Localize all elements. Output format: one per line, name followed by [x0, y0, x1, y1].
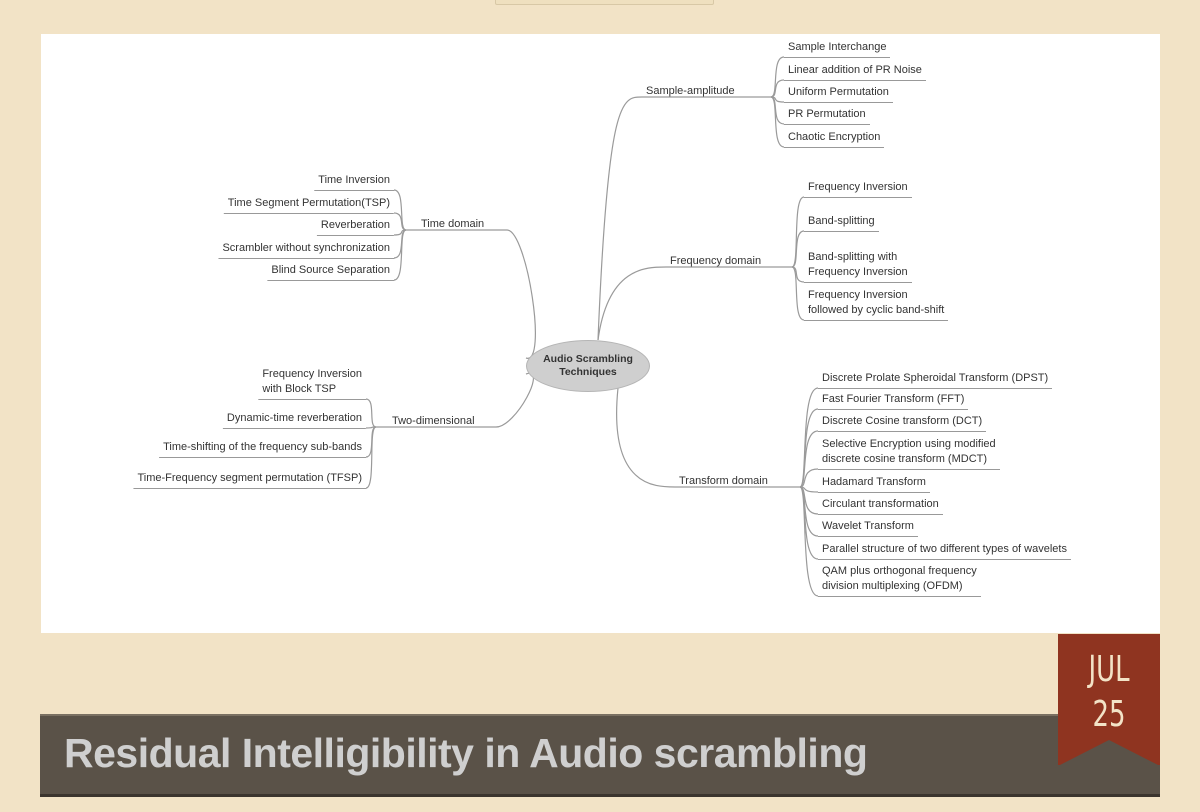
leaf-node: Discrete Cosine transform (DCT) — [818, 414, 987, 432]
leaf-text-line: Scrambler without synchronization — [222, 242, 390, 254]
leaf-text-line: Blind Source Separation — [271, 264, 390, 276]
leaf-text-line: Hadamard Transform — [822, 476, 926, 488]
branch-time-domain: Time domain — [421, 218, 485, 230]
leaf-node: Parallel structure of two different type… — [818, 542, 1071, 560]
leaf-text-line: Fast Fourier Transform (FFT) — [822, 393, 965, 405]
leaf-node: Time-Frequency segment permutation (TFSP… — [133, 471, 366, 489]
leaf-text-line: Band-splitting — [808, 215, 875, 227]
leaf-text-line: division multiplexing (OFDM) — [822, 580, 963, 592]
branch-sample-amplitude: Sample-amplitude — [646, 85, 735, 97]
leaf-text-line: Uniform Permutation — [788, 86, 889, 98]
leaf-text-line: Frequency Inversion — [808, 181, 908, 193]
leaf-node: Time-shifting of the frequency sub-bands — [159, 440, 366, 458]
leaf-node: PR Permutation — [784, 107, 870, 125]
leaf-text-line: Selective Encryption using modified — [822, 438, 996, 450]
branch-transform-domain: Transform domain — [679, 475, 768, 487]
leaf-text-line: PR Permutation — [788, 108, 866, 120]
leaf-node: Discrete Prolate Spheroidal Transform (D… — [818, 371, 1053, 389]
leaf-text-line: Frequency Inversion — [808, 266, 908, 278]
leaf-text-line: Frequency Inversion — [262, 368, 362, 380]
mindmap-center-node: Audio Scrambling Techniques — [526, 340, 650, 392]
leaf-node: Linear addition of PR Noise — [784, 63, 926, 81]
date-month: JUL — [1088, 649, 1130, 690]
leaf-text-line: Time Segment Permutation(TSP) — [227, 197, 390, 209]
leaf-text-line: Frequency Inversion — [808, 289, 908, 301]
leaf-node: QAM plus orthogonal frequency division mu… — [818, 564, 981, 597]
leaf-node: Frequency Inversion — [804, 180, 912, 198]
leaf-text-line: Sample Interchange — [788, 41, 887, 53]
leaf-text-line: Parallel structure of two different type… — [822, 543, 1067, 555]
leaf-text-line: followed by cyclic band-shift — [808, 304, 945, 316]
leaf-text-line: Circulant transformation — [822, 498, 939, 510]
leaf-text-line: Discrete Cosine transform (DCT) — [822, 415, 983, 427]
leaf-text-line: Time-Frequency segment permutation (TFSP… — [137, 472, 362, 484]
leaf-text-line: Discrete Prolate Spheroidal Transform (D… — [822, 372, 1049, 384]
ribbon-notch — [1058, 740, 1160, 766]
leaf-text-line: Time Inversion — [318, 174, 390, 186]
leaf-node: Frequency Inversion with Block TSP — [258, 367, 366, 400]
leaf-node: Hadamard Transform — [818, 475, 930, 493]
leaf-node: Uniform Permutation — [784, 85, 893, 103]
center-label: Audio Scrambling Techniques — [543, 353, 633, 378]
branch-two-dimensional: Two-dimensional — [392, 415, 475, 427]
leaf-node: Scrambler without synchronization — [218, 241, 394, 259]
leaf-text-line: Linear addition of PR Noise — [788, 64, 922, 76]
leaf-node: Dynamic-time reverberation — [222, 411, 366, 429]
leaf-node: Time Inversion — [314, 173, 394, 191]
leaf-text-line: Band-splitting with — [808, 251, 898, 263]
leaf-text-line: Time-shifting of the frequency sub-bands — [163, 441, 362, 453]
leaf-node: Sample Interchange — [784, 40, 891, 58]
leaf-node: Circulant transformation — [818, 497, 943, 515]
post-title-bar: Residual Intelligibility in Audio scramb… — [40, 714, 1160, 797]
leaf-node: Wavelet Transform — [818, 519, 918, 537]
leaf-node: Fast Fourier Transform (FFT) — [818, 392, 969, 410]
leaf-node: Band-splitting — [804, 214, 879, 232]
branch-frequency-domain: Frequency domain — [670, 255, 762, 267]
leaf-text-line: Wavelet Transform — [822, 520, 914, 532]
leaf-text-line: Chaotic Encryption — [788, 131, 881, 143]
leaf-node: Reverberation — [316, 218, 394, 236]
leaf-text-line: with Block TSP — [262, 383, 337, 395]
leaf-node: Chaotic Encryption — [784, 130, 885, 148]
post-title-link[interactable]: Residual Intelligibility in Audio scramb… — [64, 730, 868, 776]
leaf-text-line: Reverberation — [320, 219, 390, 231]
leaf-text-line: discrete cosine transform (MDCT) — [822, 453, 988, 465]
leaf-node: Blind Source Separation — [267, 263, 394, 281]
top-image-edge — [495, 0, 714, 5]
date-day: 25 — [1092, 694, 1126, 735]
leaf-text-line: QAM plus orthogonal frequency — [822, 565, 977, 577]
leaf-node: Selective Encryption using modified discr… — [818, 437, 1000, 470]
leaf-node: Time Segment Permutation(TSP) — [223, 196, 394, 214]
leaf-node: Frequency Inversion followed by cyclic ba… — [804, 288, 949, 321]
leaf-text-line: Dynamic-time reverberation — [226, 412, 362, 424]
